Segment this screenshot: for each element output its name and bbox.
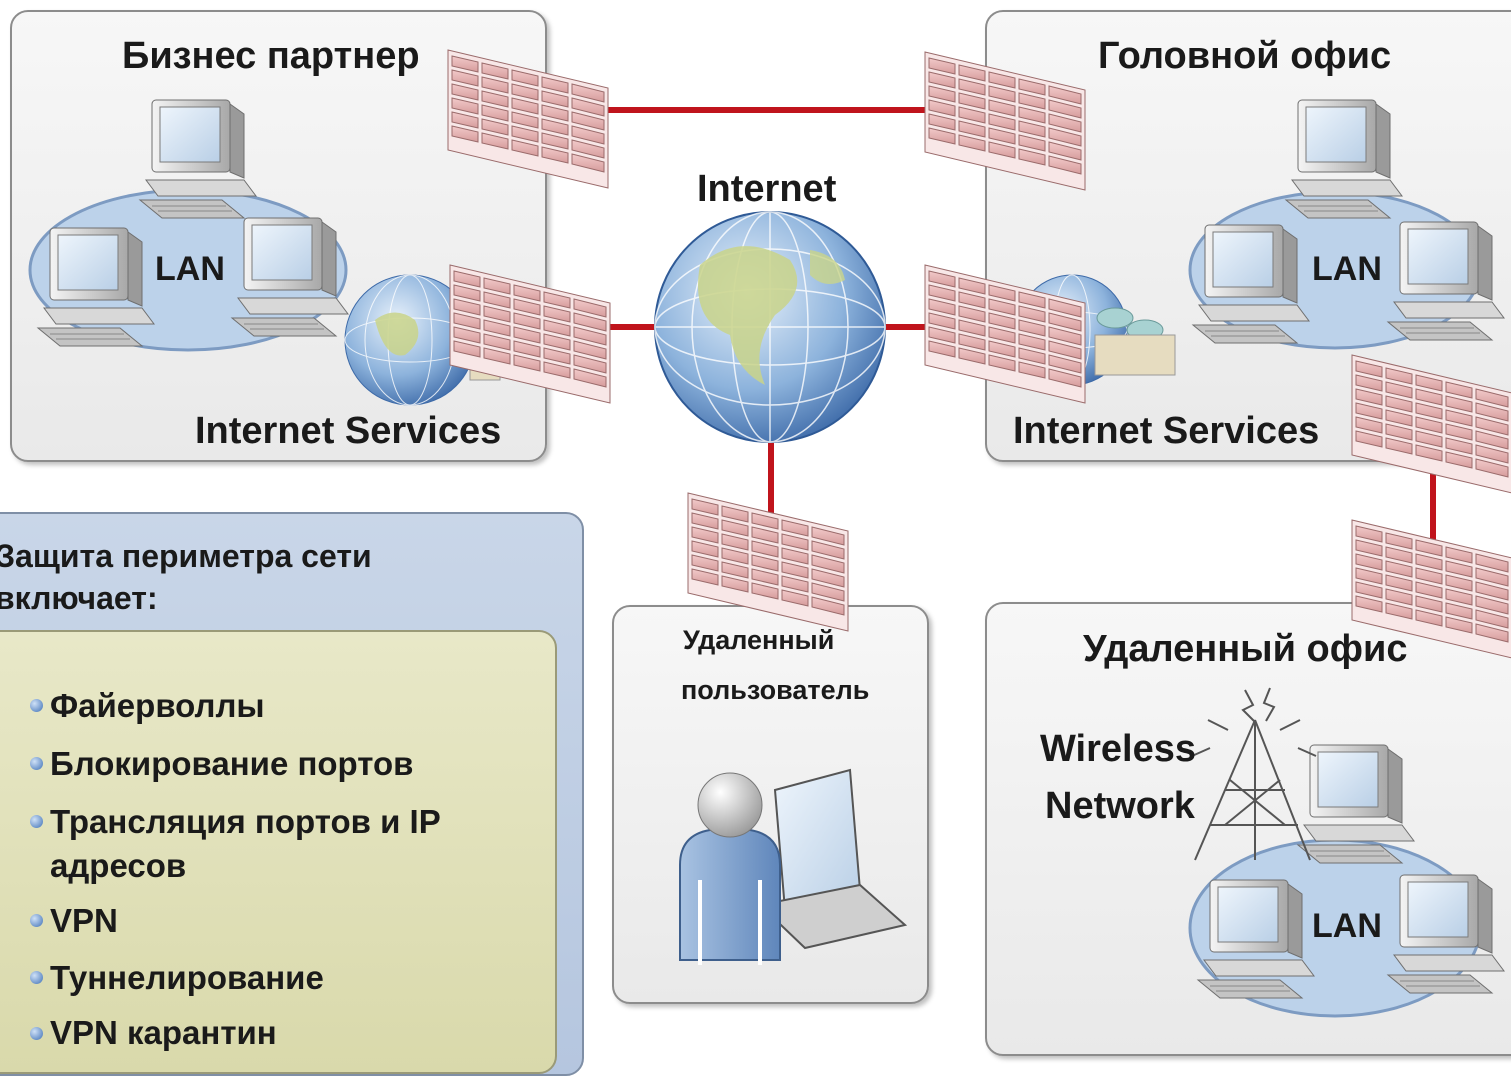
remote-user-label-line2: пользователь — [681, 675, 870, 705]
firewall-icon — [1351, 354, 1511, 494]
computer-icon — [231, 217, 349, 337]
perimeter-item: Файерволлы — [50, 687, 265, 724]
wireless-label-line2: Network — [1045, 785, 1195, 827]
perimeter-item: Туннелирование — [50, 959, 324, 996]
perimeter-item-continuation: адресов — [50, 847, 187, 884]
firewall-icon — [449, 264, 611, 404]
internet-services-label: Internet Services — [195, 410, 502, 452]
server-icon — [1094, 307, 1176, 376]
firewall-icon — [924, 51, 1086, 191]
perimeter-heading-line2: включает: — [0, 580, 158, 616]
internet-services-label: Internet Services — [1013, 410, 1320, 452]
bullet-icon — [30, 815, 43, 828]
business-partner-title: Бизнес партнер — [122, 35, 420, 77]
network-links — [608, 107, 1436, 545]
user-icon — [679, 772, 781, 965]
perimeter-item: VPN карантин — [50, 1014, 277, 1051]
bullet-icon — [30, 757, 43, 770]
perimeter-item: VPN — [50, 902, 118, 939]
bullet-icon — [30, 971, 43, 984]
firewall-icon — [447, 49, 609, 189]
perimeter-heading-line1: Защита периметра сети — [0, 538, 372, 574]
computer-icon — [1387, 221, 1505, 341]
laptop-icon — [757, 768, 908, 950]
computer-icon — [1387, 874, 1505, 994]
bullet-icon — [30, 914, 43, 927]
firewall-icon — [687, 492, 849, 632]
lan-label: LAN — [1312, 250, 1382, 288]
lan-label: LAN — [1312, 907, 1382, 945]
wireless-label-line1: Wireless — [1040, 728, 1196, 770]
antenna-icon — [1191, 687, 1317, 861]
lan-label: LAN — [155, 250, 225, 288]
computer-icon — [1297, 744, 1415, 864]
globe-icon — [654, 211, 886, 443]
perimeter-item: Трансляция портов и IP — [50, 803, 441, 840]
head-office-title: Головной офис — [1098, 35, 1392, 77]
internet-label: Internet — [697, 168, 837, 210]
remote-office-title: Удаленный офис — [1083, 628, 1408, 670]
perimeter-item: Блокирование портов — [50, 745, 414, 782]
bullet-icon — [30, 699, 43, 712]
network-diagram-graphics — [28, 49, 1511, 1018]
remote-user-label-line1: Удаленный — [683, 625, 835, 655]
bullet-icon — [30, 1027, 43, 1040]
